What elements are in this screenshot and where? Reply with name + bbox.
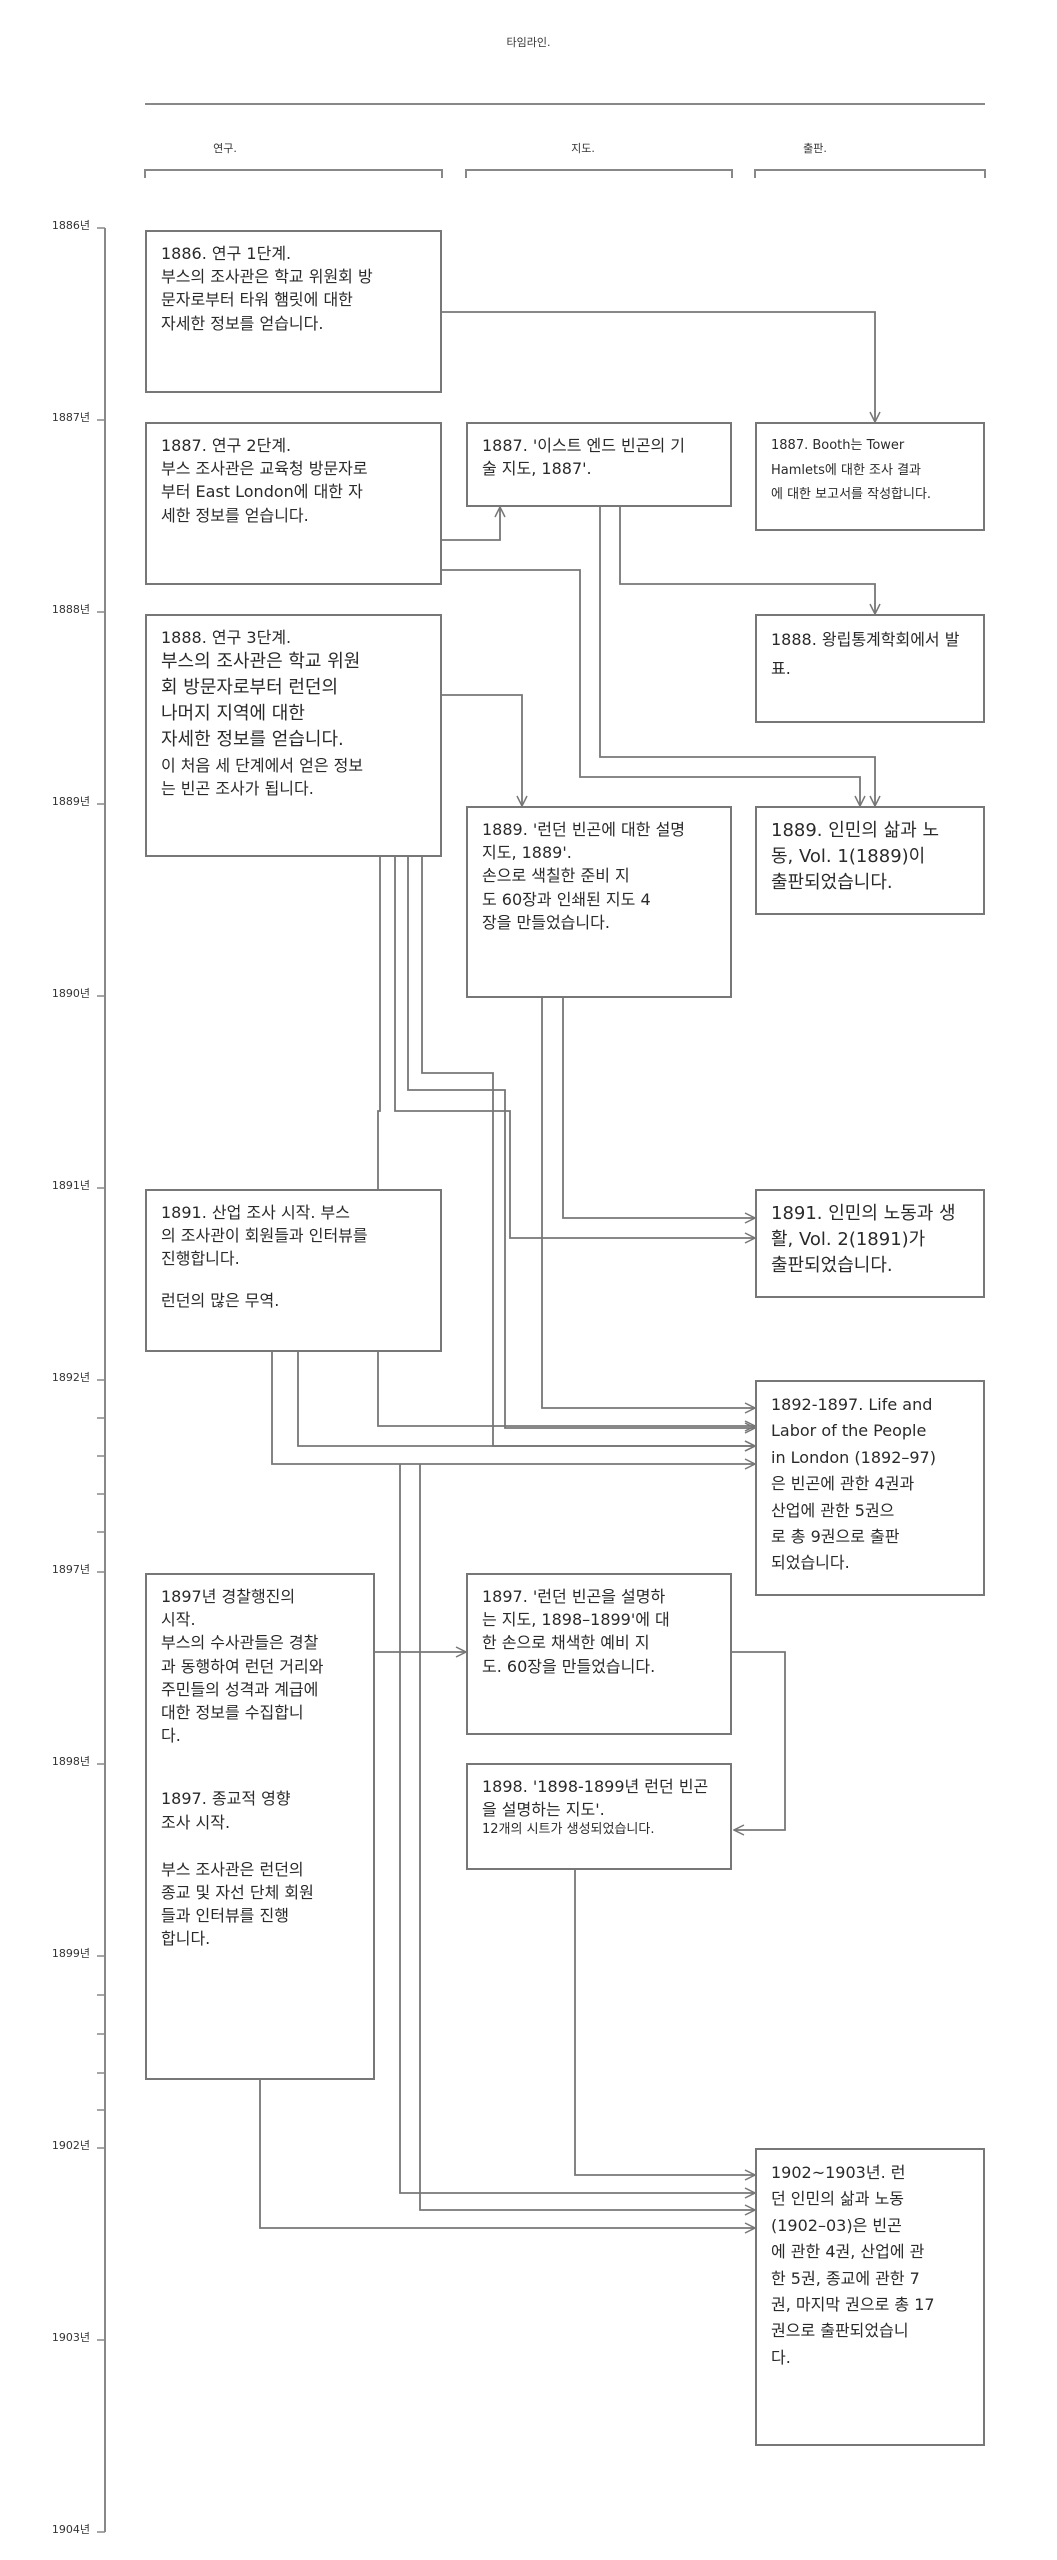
arrow-r1888-to-p1892-a [377,857,755,1426]
arrow-r1888-to-p1892-b [407,857,755,1428]
year-label-1897: 1897년 [51,1563,90,1576]
box-research-1891: 1891. 산업 조사 시작. 부스 의 조사관이 회원들과 인터뷰를 진행합니… [145,1189,442,1352]
year-label-1889: 1889년 [51,795,90,808]
box-text: 1888. 왕립통계학회에서 발 표. [771,630,960,678]
box-map-1889: 1889. '런던 빈곤에 대한 설명 지도, 1889'. 손으로 색칠한 준… [466,806,732,998]
box-text: 1897. 종교적 영향 조사 시작. [161,1789,291,1832]
box-map-1897: 1897. '런던 빈곤을 설명하 는 지도, 1898–1899'에 대 한 … [466,1573,732,1735]
box-publication-1892: 1892-1897. Life and Labor of the People … [755,1380,985,1596]
year-label-1891: 1891년 [51,1179,90,1192]
box-text: 1887. '이스트 엔드 빈곤의 기 술 지도, 1887'. [482,436,686,479]
year-label-1903: 1903년 [51,2331,90,2344]
box-text: 1892-1897. Life and Labor of the People … [771,1395,936,1573]
arrow-r1897-to-p1902 [259,2080,755,2228]
box-text: 1889. '런던 빈곤에 대한 설명 지도, 1889'. 손으로 색칠한 준… [482,820,686,932]
timeline-ticks [97,227,105,2533]
column-header-research: 연구. [213,142,237,155]
column-bracket-maps [465,169,733,178]
arrow-m1897-to-m1898 [732,1651,786,1830]
box-publication-1891: 1891. 인민의 노동과 생 활, Vol. 2(1891)가 출판되었습니다… [755,1189,985,1298]
column-header-maps: 지도. [571,142,595,155]
box-text: 1889. 인민의 삶과 노 동, Vol. 1(1889)이 출판되었습니다. [771,820,940,894]
box-text: 부스의 조사관은 학교 위원 회 방문자로부터 런던의 나머지 지역에 대한 자… [161,651,361,751]
arrow-r1891-to-p1902 [399,1464,755,2193]
year-label-1898: 1898년 [51,1755,90,1768]
box-research-1886: 1886. 연구 1단계. 부스의 조사관은 학교 위원회 방 문자로부터 타워… [145,230,442,393]
year-label-1902: 1902년 [51,2139,90,2152]
box-text: 1898. '1898-1899년 런던 빈곤 을 설명하는 지도'. [482,1777,709,1820]
arrow-m1889-to-p1892 [541,998,755,1408]
box-text: 이 처음 세 단계에서 얻은 정보 는 빈곤 조사가 됩니다. [161,755,364,798]
arrow-r1888-to-p1891-a [394,857,755,1238]
year-label-1904: 1904년 [51,2523,90,2536]
box-text: 부스 조사관은 교육청 방문자로 부터 East London에 대한 자 세한… [161,459,368,525]
arrow-r1892-to-p1902 [419,1464,755,2210]
box-text: 1891. 인민의 노동과 생 활, Vol. 2(1891)가 출판되었습니다… [771,1203,956,1277]
box-title: 1888. 연구 3단계. [161,628,292,647]
box-text: 런던의 많은 무역. [161,1290,280,1310]
box-text: 1897. '런던 빈곤을 설명하 는 지도, 1898–1899'에 대 한 … [482,1587,670,1676]
box-map-1887: 1887. '이스트 엔드 빈곤의 기 술 지도, 1887'. [466,422,732,507]
box-text: 12개의 시트가 생성되었습니다. [482,1822,655,1838]
year-label-1892: 1892년 [51,1371,90,1384]
arrow-r1887-to-m1887 [442,507,500,541]
year-label-1887: 1887년 [51,411,90,424]
box-title: 1886. 연구 1단계. [161,244,292,263]
box-title: 1891. 산업 조사 시작. 부스 의 조사관이 회원들과 인터뷰를 진행합니… [161,1203,368,1269]
box-publication-1902: 1902~1903년. 런 던 인민의 삶과 노동 (1902–03)은 빈곤 … [755,2148,985,2446]
arrow-1886-to-p1887 [442,311,875,422]
year-label-1899: 1899년 [51,1947,90,1960]
box-text: 부스 조사관은 런던의 종교 및 자선 단체 회원 들과 인터뷰를 진행 합니다… [161,1859,314,1949]
box-title: 1887. 연구 2단계. [161,436,292,455]
box-research-1887: 1887. 연구 2단계. 부스 조사관은 교육청 방문자로 부터 East L… [145,422,442,585]
column-bracket-publication [754,169,986,178]
year-label-1890: 1890년 [51,987,90,1000]
page-title: 타임라인. [506,36,551,49]
box-text: 1887. Booth는 Tower Hamlets에 대한 조사 결과 에 대… [771,438,932,503]
box-publication-1888: 1888. 왕립통계학회에서 발 표. [755,614,985,723]
arrow-m1887-to-p1889 [599,507,875,806]
box-title: 1897년 경찰행진의 시작. 부스의 수사관들은 경찰 과 동행하여 런던 거… [161,1587,324,1746]
arrow-r1887-to-p1889 [442,569,860,806]
box-text: 1902~1903년. 런 던 인민의 삶과 노동 (1902–03)은 빈곤 … [771,2163,935,2367]
box-map-1898: 1898. '1898-1899년 런던 빈곤 을 설명하는 지도'. 12개의… [466,1763,732,1870]
arrow-r1888-to-m1889 [442,694,522,806]
arrow-m1889-to-p1891 [562,998,755,1218]
year-label-1886: 1886년 [51,219,90,232]
box-research-1897: 1897년 경찰행진의 시작. 부스의 수사관들은 경찰 과 동행하여 런던 거… [145,1573,375,2080]
year-label-1888: 1888년 [51,603,90,616]
column-header-publication: 출판. [803,142,827,155]
box-research-1888: 1888. 연구 3단계. 부스의 조사관은 학교 위원 회 방문자로부터 런던… [145,614,442,857]
box-publication-1889: 1889. 인민의 삶과 노 동, Vol. 1(1889)이 출판되었습니다. [755,806,985,915]
arrow-m1898-to-p1902 [574,1870,755,2175]
arrow-m1887-to-p1888 [619,507,875,614]
box-text: 부스의 조사관은 학교 위원회 방 문자로부터 타워 햄릿에 대한 자세한 정보… [161,267,373,333]
column-bracket-research [144,169,443,178]
box-publication-1887: 1887. Booth는 Tower Hamlets에 대한 조사 결과 에 대… [755,422,985,531]
arrow-r1891-to-p1892-a [297,1352,755,1446]
arrow-r1891-to-p1892-b [271,1352,755,1464]
